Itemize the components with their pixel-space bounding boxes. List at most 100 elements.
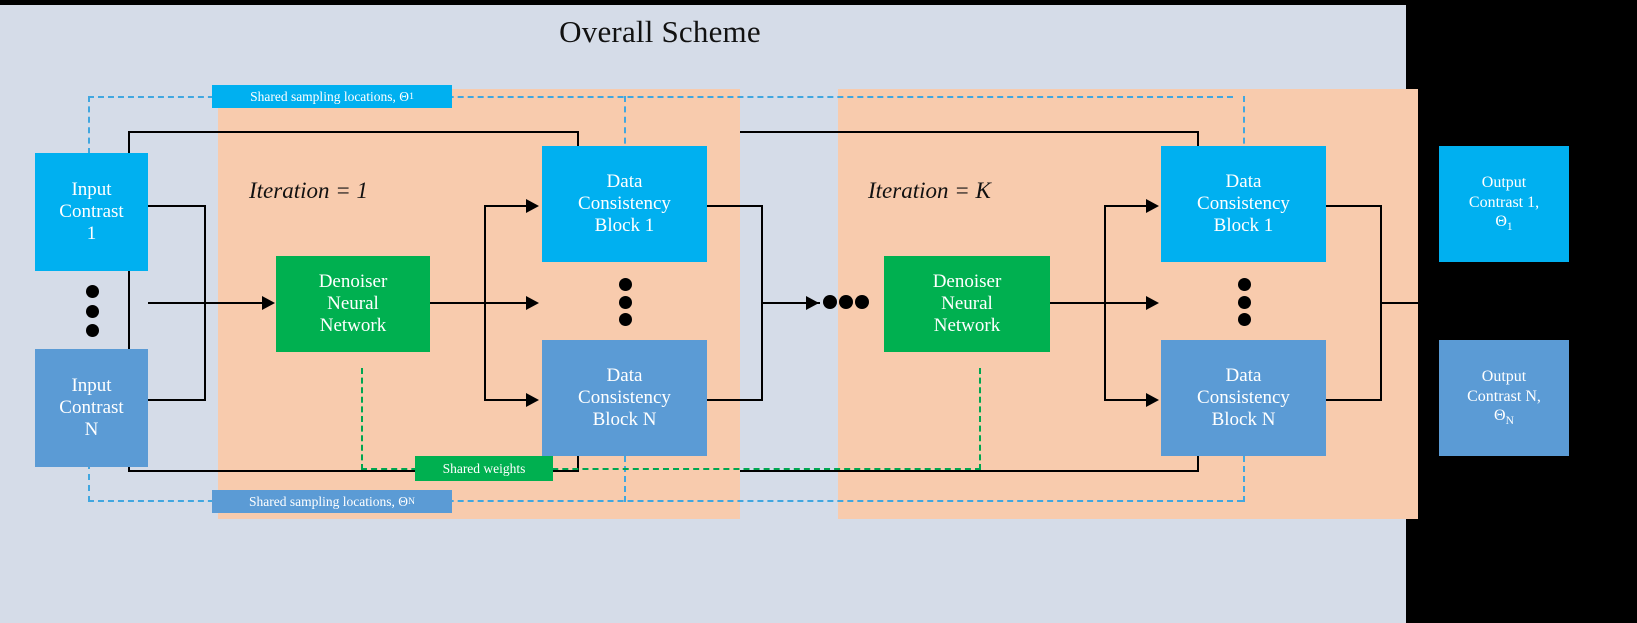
dc-ik-merge-out [1380,302,1440,304]
sampling-bus-bottom-riser-1 [624,446,626,502]
iteration-gap-ellipsis [823,295,869,309]
input-n-line2: Contrast [59,396,124,418]
dc-i1-merge-out [761,302,820,304]
denoiser-1-line1: Denoiser [318,270,388,292]
shared-sampling-bottom-text: Shared sampling locations, Θ [248,493,408,509]
input-1-line1: Input [71,178,112,200]
sampling-bus-top-drop-1 [624,96,626,154]
skip-line-top-1 [128,131,578,133]
output-1-theta: Θ [1495,212,1507,230]
feedback-line-bottom-k [740,470,1198,472]
arrow-dc1-iter1 [526,199,539,213]
arrow-dcn-iterk [1146,393,1159,407]
dcn-i1-line2: Consistency [578,386,671,408]
dc-block-1-iterk[interactable]: Data Consistency Block 1 [1161,146,1326,262]
shared-weights-chip[interactable]: Shared weights [415,456,553,481]
input-contrast-n[interactable]: Input Contrast N [35,349,148,467]
skip-line-top-1-left [128,131,130,471]
sampling-bus-bottom-left-riser [88,452,90,502]
arrow-dcn-iter1 [526,393,539,407]
dcn-ik-line1: Data [1225,364,1262,386]
dcn-i1-line3: Block N [592,409,657,431]
input-n-wire [148,399,206,401]
sampling-bus-top [88,96,1233,98]
output-1-line2: Contrast 1, [1468,193,1540,211]
dcn-i1-out [707,399,763,401]
output-n-theta: Θ [1494,406,1506,424]
shared-sampling-bottom-sub: N [407,496,415,507]
dcn-ik-line3: Block N [1211,409,1276,431]
arrow-to-ellipsis [806,296,819,310]
denoiser-1-to-dcn [484,399,530,401]
denoiser-k-out [1050,302,1150,304]
shared-weights-bus [361,468,981,470]
arrow-dcmid-iterk [1146,296,1159,310]
sampling-bus-top-drop-k [1243,96,1245,154]
denoiser-1[interactable]: Denoiser Neural Network [276,256,430,352]
shared-weights-riser-1 [361,368,363,470]
dcn-ik-out [1326,399,1382,401]
output-1-line1: Output [1481,174,1527,192]
feedback-line-bottom-1-right [577,444,579,472]
output-contrast-n[interactable]: Output Contrast N, ΘN [1439,340,1569,456]
dc1-i1-line1: Data [606,170,643,192]
page-title: Overall Scheme [559,14,761,49]
input-column-ellipsis [85,285,99,337]
dc-block-n-iter1[interactable]: Data Consistency Block N [542,340,707,456]
shared-sampling-top-text: Shared sampling locations, Θ [250,88,410,104]
denoiser-1-out [430,302,530,304]
dcn-ik-line2: Consistency [1197,386,1290,408]
input-n-line1: Input [71,374,112,396]
dc-column-ellipsis-iterk [1237,278,1251,326]
dc1-ik-line3: Block 1 [1213,215,1274,237]
dc1-i1-line3: Block 1 [594,215,655,237]
input-1-wire [148,205,206,207]
shared-sampling-top-sub: 1 [409,91,414,102]
dc-block-n-iterk[interactable]: Data Consistency Block N [1161,340,1326,456]
output-n-sub: N [1505,414,1514,427]
sampling-bus-bottom [88,500,1243,502]
feedback-line-bottom-k-right [1197,444,1199,472]
feedback-line-bottom-1 [128,470,578,472]
shared-weights-riser-k [979,368,981,470]
arrow-dcmid-iter1 [526,296,539,310]
denoiser-1-line2: Neural [327,292,379,314]
denoiser-k-to-dcn [1104,399,1150,401]
denoiser-k-line1: Denoiser [932,270,1002,292]
iteration-1-label: Iteration = 1 [249,178,369,203]
output-contrast-1[interactable]: Output Contrast 1, Θ1 [1439,146,1569,262]
denoiser-1-line3: Network [319,315,387,337]
input-bus-to-denoiser [148,302,266,304]
iteration-k-label: Iteration = K [868,178,991,203]
input-n-line3: N [84,419,99,441]
skip-line-top-k [740,131,1198,133]
output-n-line1: Output [1481,368,1527,386]
dc1-i1-out [707,205,763,207]
dc1-i1-line2: Consistency [578,192,671,214]
input-1-line2: Contrast [59,200,124,222]
skip-line-top-1-right [577,131,579,156]
denoiser-k-line3: Network [933,315,1001,337]
denoiser-k[interactable]: Denoiser Neural Network [884,256,1050,352]
dc1-ik-out [1326,205,1382,207]
input-1-line3: 1 [86,223,97,245]
output-1-sub: 1 [1506,220,1513,233]
output-n-line2: Contrast N, [1467,387,1541,405]
denoiser-k-to-dc1 [1104,205,1150,207]
denoiser-1-to-dc1 [484,205,530,207]
denoiser-k-line2: Neural [941,292,993,314]
sampling-bus-top-left-drop [88,96,90,154]
dc1-ik-line2: Consistency [1197,192,1290,214]
dc-column-ellipsis-iter1 [618,278,632,326]
skip-line-top-k-right [1197,131,1199,156]
input-contrast-1[interactable]: Input Contrast 1 [35,153,148,271]
dc1-ik-line1: Data [1225,170,1262,192]
sampling-bus-bottom-riser-k [1243,446,1245,502]
dc-block-1-iter1[interactable]: Data Consistency Block 1 [542,146,707,262]
denoiser-1-fan [484,205,486,399]
denoiser-k-fan [1104,205,1106,399]
dcn-i1-line1: Data [606,364,643,386]
